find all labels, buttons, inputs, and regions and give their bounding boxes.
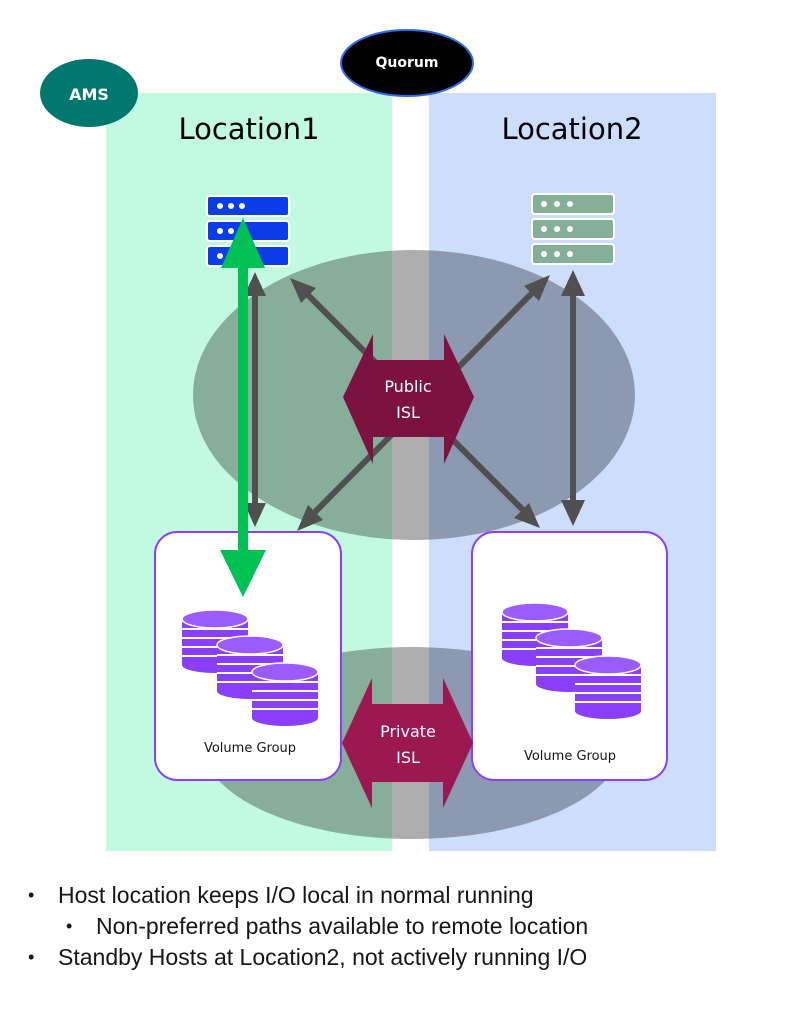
volume-group-right-label: Volume Group bbox=[524, 749, 616, 764]
bullet-dot: • bbox=[28, 885, 35, 905]
ams-label: AMS bbox=[69, 85, 109, 104]
bullet-item: • Standby Hosts at Location2, not active… bbox=[28, 942, 778, 973]
private-isl-arrow: Private ISL bbox=[342, 678, 473, 808]
location1-title: Location1 bbox=[178, 112, 319, 146]
quorum-badge: Quorum bbox=[340, 29, 474, 97]
bullet-text: Standby Hosts at Location2, not actively… bbox=[58, 944, 588, 970]
public-isl-label-line2: ISL bbox=[396, 403, 420, 422]
ams-badge: AMS bbox=[40, 59, 138, 127]
standby-host[interactable] bbox=[531, 193, 615, 265]
path-arrow-right-vertical bbox=[561, 270, 585, 526]
public-isl-label-line1: Public bbox=[384, 377, 431, 396]
bullet-item: • Host location keeps I/O local in norma… bbox=[28, 880, 778, 911]
server-rack-icon bbox=[531, 193, 615, 265]
public-isl-arrow: Public ISL bbox=[343, 334, 474, 464]
bullet-text: Non-preferred paths available to remote … bbox=[96, 913, 589, 939]
quorum-label: Quorum bbox=[376, 55, 439, 71]
active-io-arrow bbox=[220, 218, 266, 597]
path-arrow-left-vertical bbox=[244, 272, 266, 527]
volume-group-left[interactable]: Volume Group bbox=[154, 531, 342, 781]
metro-cluster-diagram: AMS Quorum Location1 Location2 bbox=[40, 29, 716, 851]
bullet-dot: • bbox=[66, 916, 73, 936]
volume-group-left-label: Volume Group bbox=[204, 741, 296, 756]
bullet-item-sub: • Non-preferred paths available to remot… bbox=[28, 911, 778, 942]
volume-group-right[interactable]: Volume Group bbox=[471, 531, 668, 781]
location2-title: Location2 bbox=[501, 112, 642, 146]
notes-list: • Host location keeps I/O local in norma… bbox=[28, 880, 778, 973]
private-isl-label-line1: Private bbox=[380, 722, 436, 741]
private-isl-label-line2: ISL bbox=[396, 748, 420, 767]
bullet-dot: • bbox=[28, 947, 35, 967]
bullet-text: Host location keeps I/O local in normal … bbox=[58, 882, 534, 908]
